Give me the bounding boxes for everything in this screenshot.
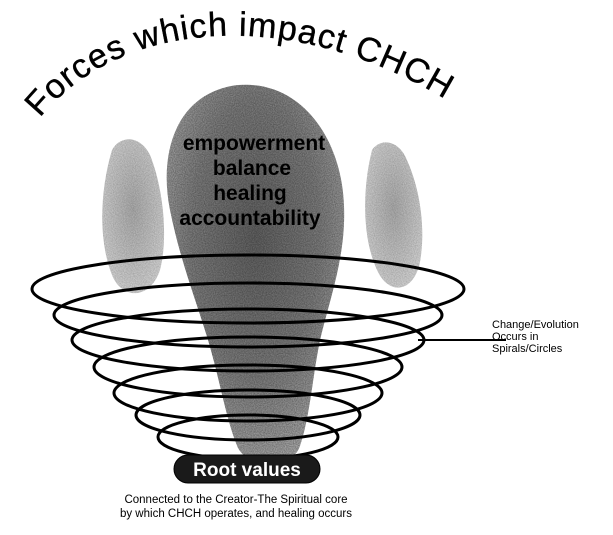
caption: Connected to the Creator-The Spiritual c… (120, 494, 352, 520)
caption-line: by which CHCH operates, and healing occu… (120, 508, 352, 520)
caption-line: Connected to the Creator-The Spiritual c… (124, 494, 347, 506)
center-word-empowerment: empowerment (183, 132, 325, 155)
side-note-line: Spirals/Circles (492, 343, 563, 355)
center-word-balance: balance (213, 157, 291, 180)
side-note-line: Change/Evolution (492, 319, 579, 331)
side-note: Change/Evolution Occurs in Spirals/Circl… (492, 319, 579, 355)
center-word-healing: healing (213, 182, 287, 205)
side-note-line: Occurs in (492, 331, 538, 343)
root-values-label: Root values (193, 460, 301, 481)
root-values-badge: Root values (174, 455, 320, 483)
center-word-accountability: accountability (179, 207, 321, 230)
